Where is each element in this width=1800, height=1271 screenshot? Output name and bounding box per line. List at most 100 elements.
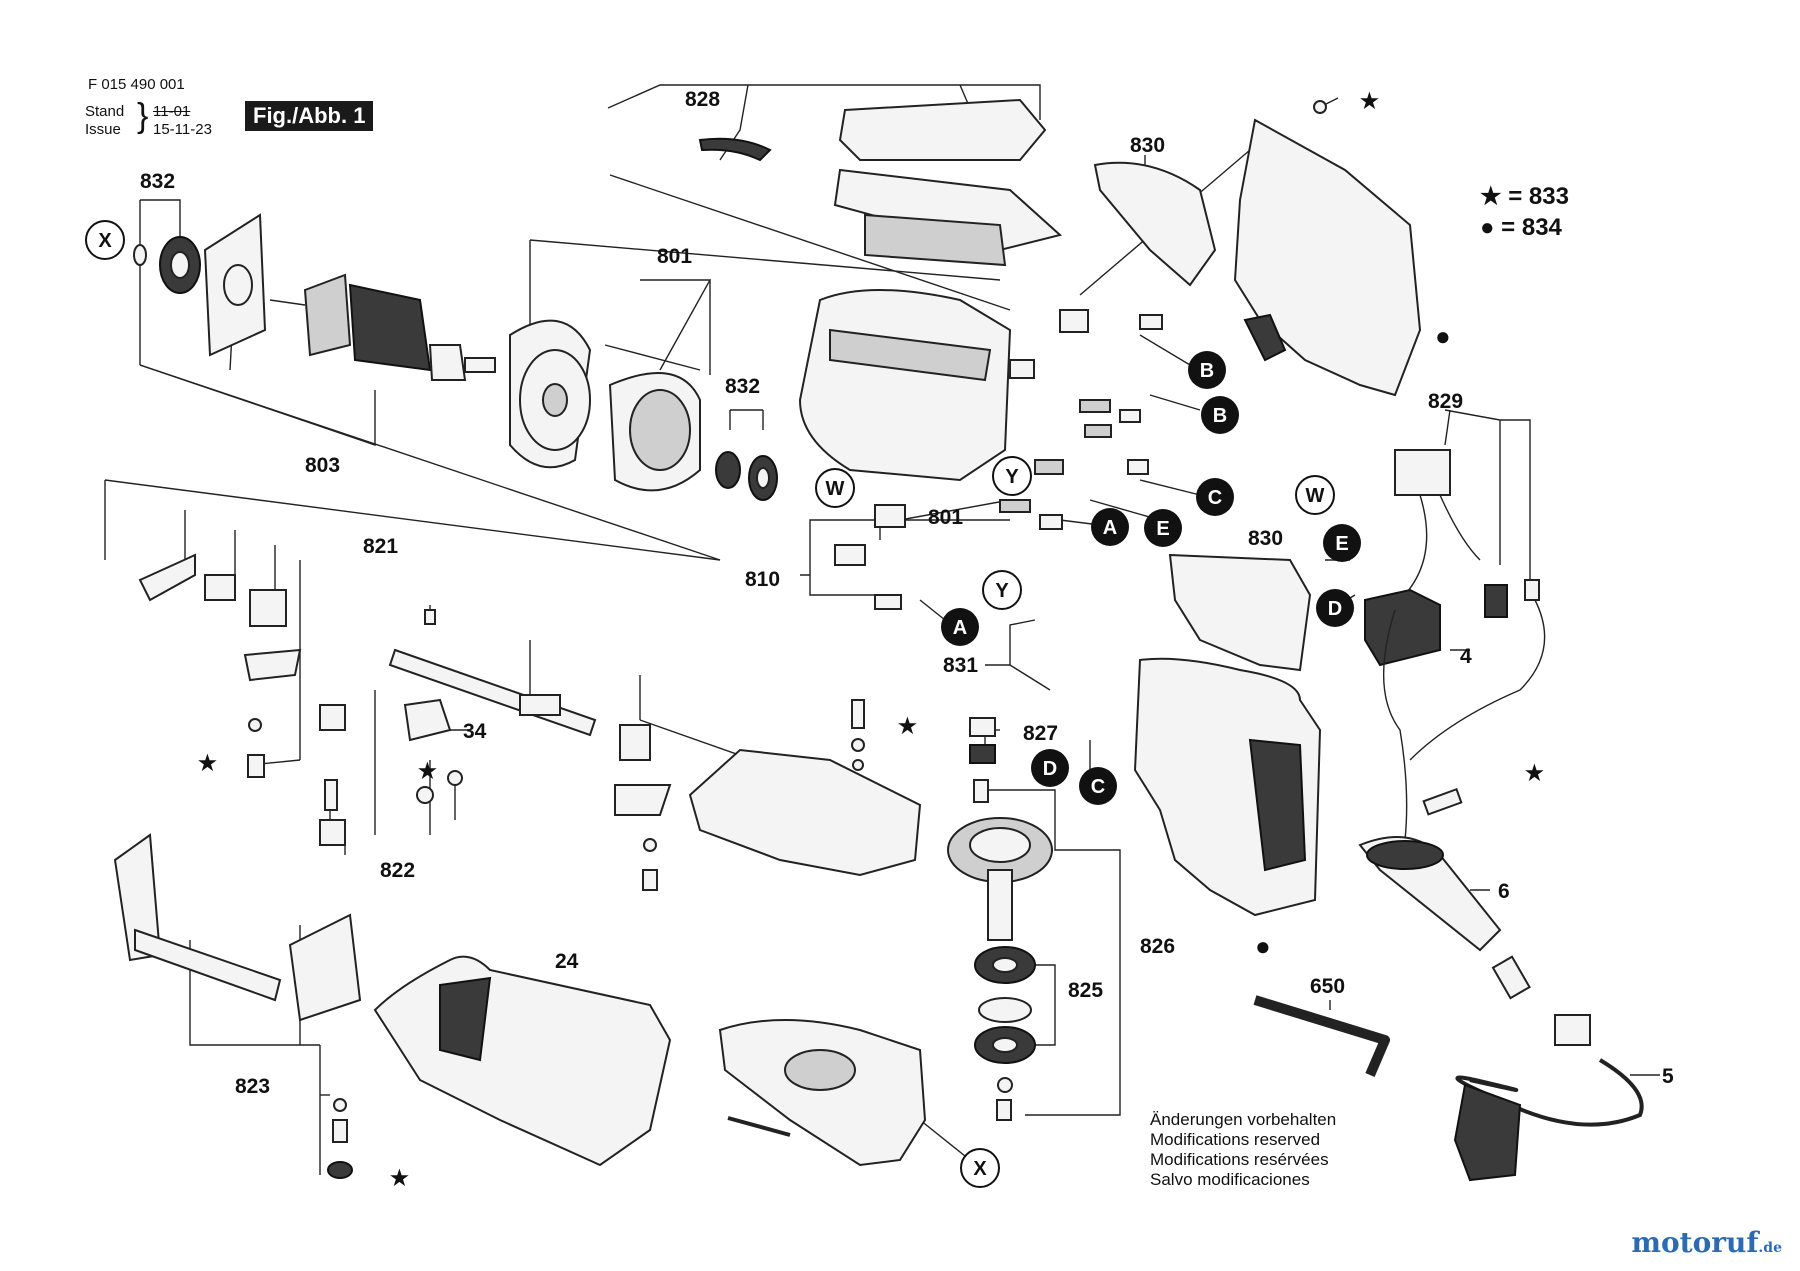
part-label-4: 4 [1460,645,1472,668]
star-icon: ★ [198,752,217,775]
part-825-bearings [974,946,1036,1121]
doc-number: F 015 490 001 [88,76,185,93]
star-icon: ★ [1480,183,1502,210]
part-label-830-mid: 830 [1248,527,1283,550]
legend-star-row: ★ = 833 [1480,182,1569,211]
part-830-handle-half-lower [1168,553,1312,672]
connector-y-top: Y [992,456,1032,496]
issue-label: Issue [85,121,121,138]
part-826-gear [947,817,1053,941]
svg-text:Y: Y [995,580,1009,602]
part-650-hex-key [1253,995,1390,1077]
part-label-803: 803 [305,454,340,477]
part-822-rocker [247,698,658,891]
stand-label: Stand [85,103,125,120]
handle-shell-right [1233,118,1422,397]
part-label-5: 5 [1662,1065,1674,1088]
part-label-828: 828 [685,88,720,111]
power-wire-2 [1383,609,1408,841]
star-icon: ★ [1360,90,1379,113]
part-label-829: 829 [1428,390,1463,413]
part-label-650: 650 [1310,975,1345,998]
part-label-830-top: 830 [1130,134,1165,157]
star-icon: ★ [898,715,917,738]
part-label-801-mid: 801 [928,506,963,529]
gear-cover-part [688,748,922,877]
cable-guard-ring [1366,840,1444,870]
star-icon: ★ [390,1167,409,1190]
star-icon: ★ [418,760,437,783]
part-number-labels: 828 830 832 801 832 803 829 801 830 821 … [140,88,1674,1098]
cord-clamp [1554,1014,1591,1046]
svg-text:X: X [98,230,112,252]
connector-a-2: A [941,608,979,646]
part-24-front-housing [373,955,672,1167]
part-stator [604,344,701,492]
connector-c-1: C [1196,478,1234,516]
svg-text:A: A [1103,517,1117,539]
gear-housing-part [718,1019,927,1167]
svg-text:W: W [1306,485,1325,507]
connector-w-left: W [815,468,855,508]
cord-sleeve [1491,955,1531,1000]
connector-w-right: W [1295,475,1335,515]
svg-text:C: C [1091,776,1105,798]
part-832-bearing [133,236,201,294]
gear-housing-bore [784,1049,856,1091]
svg-text:W: W [826,478,845,500]
part-829-capacitor [1394,449,1481,601]
brush-holder-parts [834,309,1163,610]
motor-housing-part [798,289,1012,482]
svg-text:E: E [1156,518,1169,540]
svg-text:B: B [1213,405,1227,427]
screw-top-right [1313,97,1339,114]
screw-stack-mid [851,699,865,771]
watermark-name: motoruf [1631,1226,1759,1259]
connector-e-1: E [1144,509,1182,547]
brace-symbol: } [137,97,149,135]
part-label-822: 822 [380,859,415,882]
switch-lock-part [1243,313,1287,362]
connector-b-2: B [1201,396,1239,434]
part-828-cover [698,98,1063,267]
part-label-24: 24 [555,950,579,973]
part-823-shoe [113,833,362,1179]
part-label-832-top: 832 [140,170,175,193]
power-wire [1409,599,1546,761]
strain-relief [1422,787,1463,816]
motor-housing-rib [829,328,992,382]
connector-e-2: E [1323,524,1361,562]
part-label-826: 826 [1140,935,1175,958]
connector-a-1: A [1091,508,1129,546]
note-line-es: Salvo modificaciones [1150,1170,1310,1189]
part-label-827: 827 [1023,722,1058,745]
motoruf-watermark: motoruf.de [1631,1226,1782,1259]
note-line-en: Modifications reserved [1150,1130,1321,1149]
note-line-de: Änderungen vorbehalten [1150,1110,1337,1129]
legend-dot-part: = 834 [1501,214,1562,241]
svg-text:C: C [1208,487,1222,509]
watermark-tld: .de [1758,1240,1782,1256]
part-827-bushings [969,717,996,803]
gear-housing-screw [727,1116,791,1137]
part-label-801-top: 801 [657,245,692,268]
legend-dot-row: ● = 834 [1480,214,1562,242]
part-label-821: 821 [363,535,398,558]
plug-part [1453,1083,1522,1182]
connector-x-bottom: X [960,1148,1000,1188]
part-label-825: 825 [1068,979,1103,1002]
svg-text:A: A [953,617,967,639]
part-821-plunger [138,553,672,816]
part-803-armature [269,273,496,381]
modifications-note: Änderungen vorbehalten Modifications res… [1150,1110,1336,1190]
part-label-6: 6 [1498,880,1510,903]
connector-x-top: X [85,220,125,260]
part-830-handle-half-top [1093,161,1217,287]
legend-star-part: = 833 [1508,183,1569,210]
svg-text:B: B [1200,360,1214,382]
part-label-831: 831 [943,654,978,677]
fan-disc-hole [223,264,253,306]
part-label-823: 823 [235,1075,270,1098]
svg-text:X: X [973,1158,987,1180]
